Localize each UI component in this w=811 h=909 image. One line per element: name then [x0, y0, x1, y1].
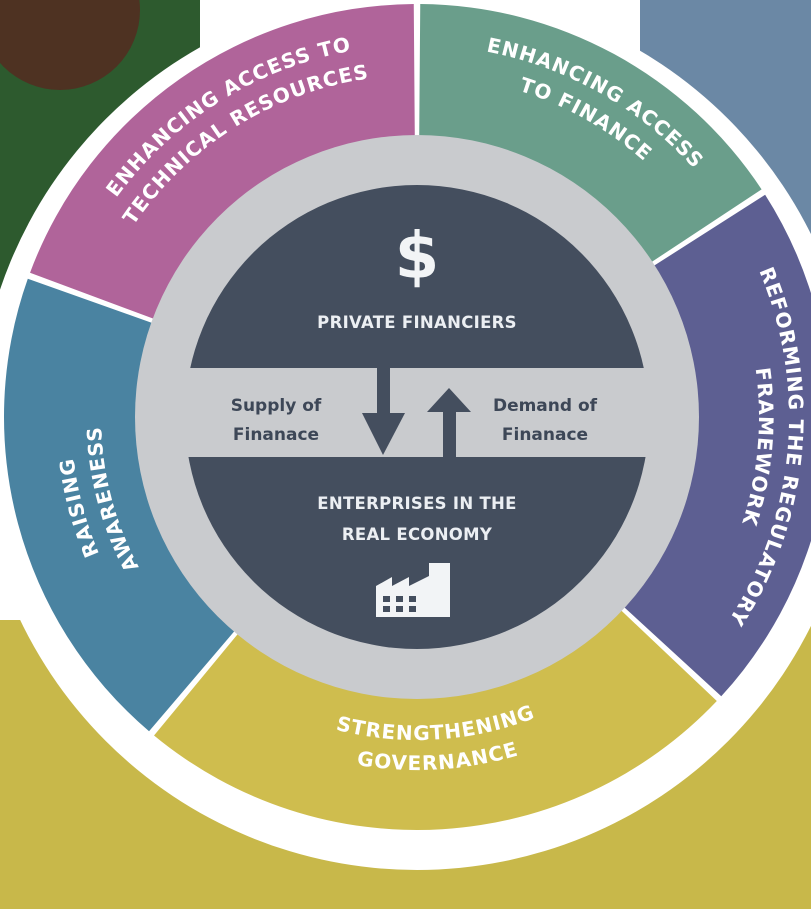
- private-financiers-panel: [190, 185, 644, 368]
- enterprises-title-line2: REAL ECONOMY: [342, 525, 493, 544]
- factory-icon: [376, 563, 450, 617]
- segment-technical-resources: [30, 4, 415, 321]
- supply-arrow: [362, 368, 405, 455]
- demand-of-finance-label: Demand of: [493, 396, 598, 416]
- segment-access-to-finance: [419, 4, 762, 266]
- segment-regulatory-framework: [619, 194, 811, 697]
- supply-of-finance-label-line2: Finanace: [233, 425, 319, 445]
- private-financiers-title: PRIVATE FINANCIERS: [317, 313, 517, 332]
- dollar-icon: $: [395, 220, 440, 294]
- enterprises-panel: [188, 457, 646, 649]
- segment-raising-awareness: [3, 278, 239, 732]
- demand-of-finance-label-line2: Finanace: [502, 425, 588, 445]
- enterprises-title-line1: ENTERPRISES IN THE: [317, 494, 516, 513]
- demand-arrow: [427, 388, 471, 460]
- segment-governance: [154, 606, 717, 831]
- supply-of-finance-label: Supply of: [231, 396, 322, 416]
